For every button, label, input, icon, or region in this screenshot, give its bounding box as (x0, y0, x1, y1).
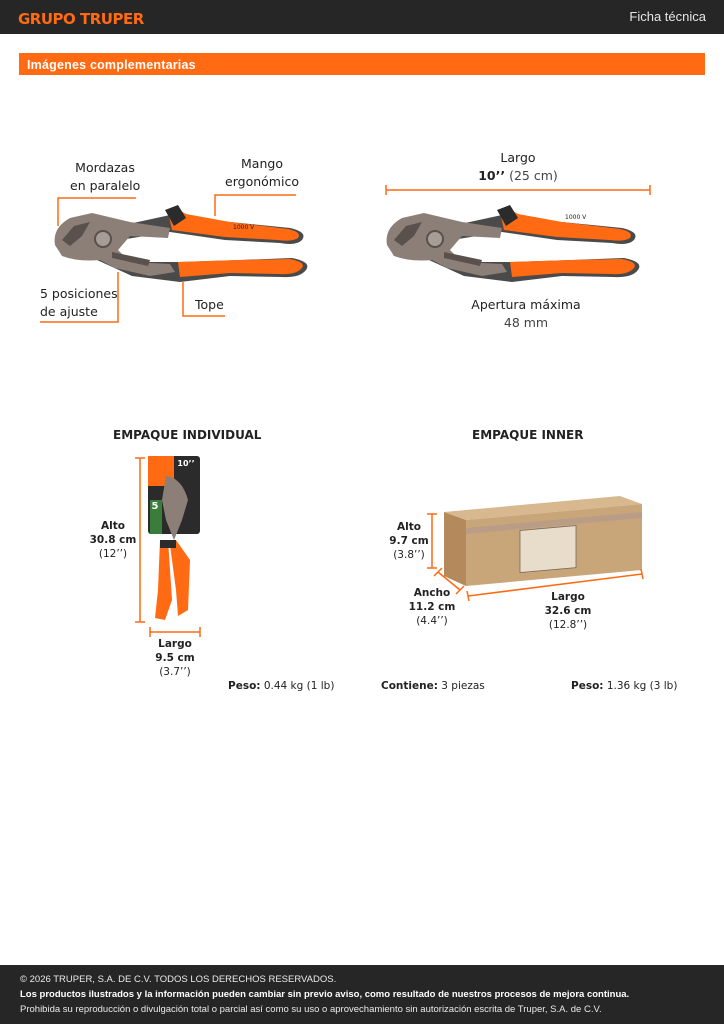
brand-logo: GRUPO TRUPER (18, 10, 144, 28)
card-number-label: 5 (151, 501, 159, 512)
section-header: Imágenes complementarias (19, 53, 705, 75)
individual-weight: Peso: 0.44 kg (1 lb) (228, 680, 335, 692)
inner-height-label: Alto 9.7 cm (3.8’’) (389, 521, 429, 562)
product-illustrations (40, 185, 651, 637)
footer-notice: Los productos ilustrados y la informació… (20, 989, 630, 1000)
feature-jaws-label: Mordazas en paralelo (70, 160, 141, 194)
individual-length-label: Largo 9.5 cm (3.7’’) (155, 638, 195, 679)
card-size-label: 10’’ (177, 459, 195, 468)
plier-dimensions-illustration (385, 185, 651, 283)
inner-length-label: Largo 32.6 cm (12.8’’) (544, 591, 592, 632)
page-footer: © 2026 TRUPER, S.A. DE C.V. TODOS LOS DE… (0, 965, 724, 1024)
plier-features-illustration (40, 194, 309, 323)
max-opening-label: Apertura máxima 48 mm (471, 297, 581, 331)
individual-package-title: EMPAQUE INDIVIDUAL (113, 428, 262, 442)
footer-prohibition: Prohibida su reproducción o divulgación … (20, 1004, 602, 1015)
inner-contents: Contiene: 3 piezas (381, 680, 485, 692)
individual-height-label: Alto 30.8 cm (12’’) (89, 520, 137, 561)
inner-weight: Peso: 1.36 kg (3 lb) (571, 680, 678, 692)
feature-stop-label: Tope (195, 297, 224, 312)
tool-voltage-marking-2: 1000 V (565, 214, 587, 221)
inner-width-label: Ancho 11.2 cm (4.4’’) (408, 587, 456, 628)
tool-length-label: Largo 10’’ (25 cm) (478, 150, 558, 184)
page-header: GRUPO TRUPER Ficha técnica (0, 0, 724, 34)
tool-voltage-marking: 1000 V (233, 224, 255, 231)
document-type: Ficha técnica (629, 9, 706, 24)
footer-copyright: © 2026 TRUPER, S.A. DE C.V. TODOS LOS DE… (20, 974, 337, 985)
feature-positions-label: 5 posiciones de ajuste (40, 286, 118, 320)
inner-package-title: EMPAQUE INNER (472, 428, 584, 442)
inner-box-illustration (427, 496, 644, 602)
feature-handle-label: Mango ergonómico (225, 156, 299, 190)
individual-package-illustration (135, 456, 201, 637)
section-title: Imágenes complementarias (27, 58, 196, 72)
